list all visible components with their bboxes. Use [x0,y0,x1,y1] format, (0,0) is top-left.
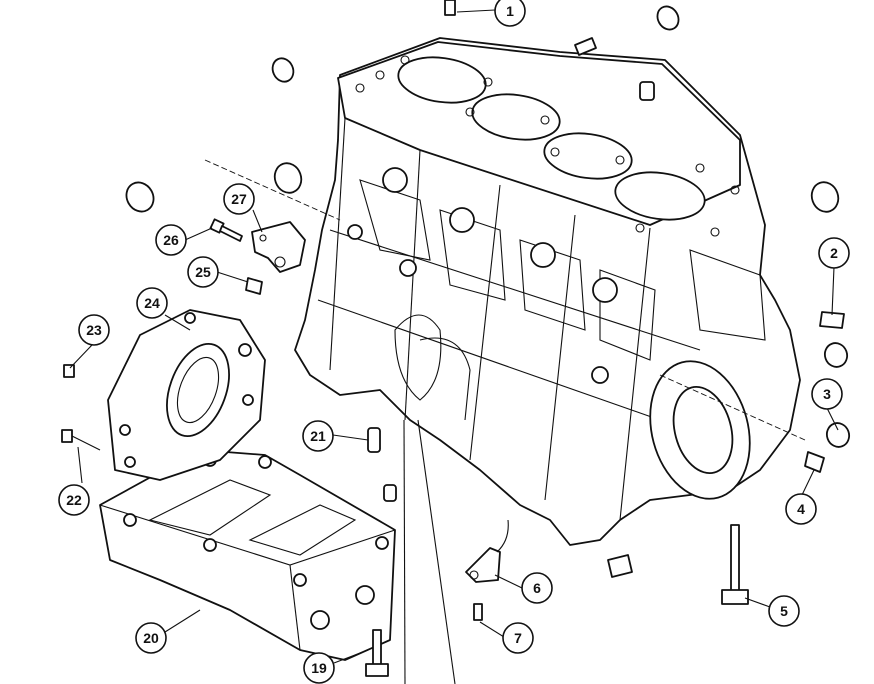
callout-26: 26 [155,224,187,256]
svg-text:3: 3 [823,386,831,402]
svg-text:23: 23 [86,322,102,338]
callout-20: 20 [135,622,167,654]
dowels [245,37,845,578]
svg-text:26: 26 [163,232,179,248]
svg-text:1: 1 [506,3,514,19]
bolts [61,0,749,677]
bolt-26 [209,218,243,242]
svg-text:24: 24 [144,295,160,311]
seal-carrier [107,309,266,481]
callout-21: 21 [302,420,334,452]
callout-25: 25 [187,256,219,288]
svg-text:4: 4 [797,501,805,517]
callout-27: 27 [223,183,255,215]
callout-24: 24 [136,287,168,319]
core-plugs [125,5,851,448]
svg-text:22: 22 [66,492,82,508]
svg-text:21: 21 [310,428,326,444]
callout-22: 22 [58,484,90,516]
svg-text:5: 5 [780,603,788,619]
sensor-bracket [251,221,306,273]
callout-4: 4 [785,493,817,525]
svg-text:6: 6 [533,580,541,596]
callout-3: 3 [811,378,843,410]
callout-2: 2 [818,237,850,269]
svg-text:27: 27 [231,191,247,207]
oil-jet [465,519,509,583]
callouts: 1 2 3 4 5 6 7 19 20 21 22 23 24 25 26 [58,0,850,684]
engine-block [204,37,806,546]
callout-7: 7 [502,622,534,654]
svg-text:7: 7 [514,630,522,646]
callout-6: 6 [521,572,553,604]
svg-text:20: 20 [143,630,159,646]
callout-19: 19 [303,652,335,684]
callout-1: 1 [494,0,526,27]
svg-text:2: 2 [830,245,838,261]
svg-text:19: 19 [311,660,327,676]
svg-text:25: 25 [195,264,211,280]
callout-23: 23 [78,314,110,346]
callout-5: 5 [768,595,800,627]
leader-lines [69,9,839,684]
